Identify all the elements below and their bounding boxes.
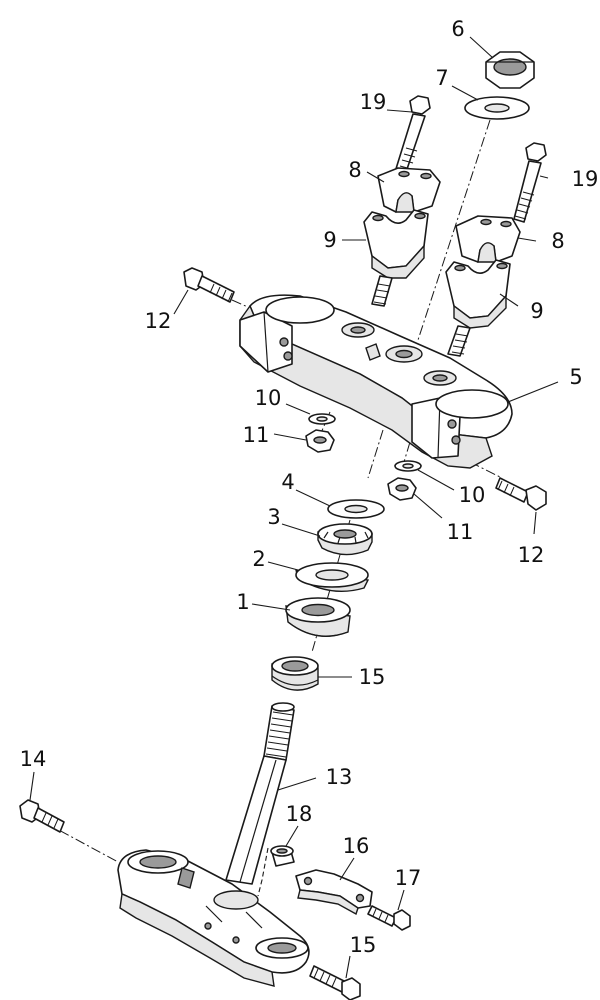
callout-19-right: 19 — [572, 167, 599, 191]
callout-11-right: 11 — [447, 520, 474, 544]
callout-labels: 6 7 19 19 8 8 9 9 12 5 10 11 10 11 12 4 … — [20, 17, 599, 957]
callout-14: 15 — [359, 665, 386, 689]
callout-8-right: 8 — [551, 229, 564, 253]
callout-7: 7 — [435, 66, 448, 90]
callout-10-right: 10 — [459, 483, 486, 507]
part-17-bolt — [367, 905, 411, 931]
callout-19-top: 19 — [360, 90, 387, 114]
callout-3: 3 — [267, 505, 280, 529]
callout-5: 5 — [569, 365, 582, 389]
part-11-nut-right — [387, 477, 417, 501]
part-12-bolt-right — [495, 477, 547, 511]
callout-12-left: 12 — [145, 309, 172, 333]
part-9-clamp-right — [445, 259, 511, 357]
callout-9-left: 9 — [323, 228, 336, 252]
part-11-nut-left — [305, 429, 335, 453]
part-10-washer-right — [394, 460, 422, 472]
callout-9-right: 9 — [530, 299, 543, 323]
part-18-spacer — [270, 845, 295, 867]
callout-10-left: 10 — [255, 386, 282, 410]
part-15-bolt-bottom — [309, 965, 361, 1000]
callout-16: 16 — [343, 834, 370, 858]
lower-triple-clamp — [117, 847, 310, 987]
part-16-bracket — [295, 869, 373, 916]
callout-1: 1 — [236, 590, 249, 614]
part-9-clamp-left — [363, 209, 429, 307]
callout-18: 18 — [286, 802, 313, 826]
callout-15-bottom: 15 — [350, 933, 377, 957]
part-4-washer — [327, 499, 385, 519]
part-7-washer — [464, 96, 530, 120]
callout-4: 4 — [281, 470, 294, 494]
part-10-washer-left — [308, 413, 336, 425]
part-2-seal — [295, 562, 370, 593]
part-14-lower-bearing — [271, 656, 319, 691]
callout-8-left: 8 — [348, 158, 361, 182]
callout-2: 2 — [252, 547, 265, 571]
callout-17: 17 — [395, 866, 422, 890]
part-12-bolt-left — [183, 267, 235, 303]
callout-15-left: 14 — [20, 747, 47, 771]
part-19-bolt-right — [513, 142, 547, 223]
leader-lines — [29, 36, 559, 979]
part-3-slotted-nut — [317, 523, 373, 556]
part-19-bolt-left — [394, 95, 431, 176]
part-1-upper-bearing — [285, 597, 351, 637]
callout-12-right: 12 — [518, 543, 545, 567]
part-8-clamp-right — [455, 215, 521, 263]
part-15-bolt-left — [19, 799, 65, 833]
part-13-steering-stem — [225, 702, 295, 885]
callout-11-left: 11 — [243, 423, 270, 447]
part-8-clamp-left — [377, 167, 441, 213]
callout-13: 13 — [326, 765, 353, 789]
part-5-upper-triple-clamp — [239, 294, 513, 469]
part-6-nut — [485, 51, 535, 89]
callout-6: 6 — [451, 17, 464, 41]
